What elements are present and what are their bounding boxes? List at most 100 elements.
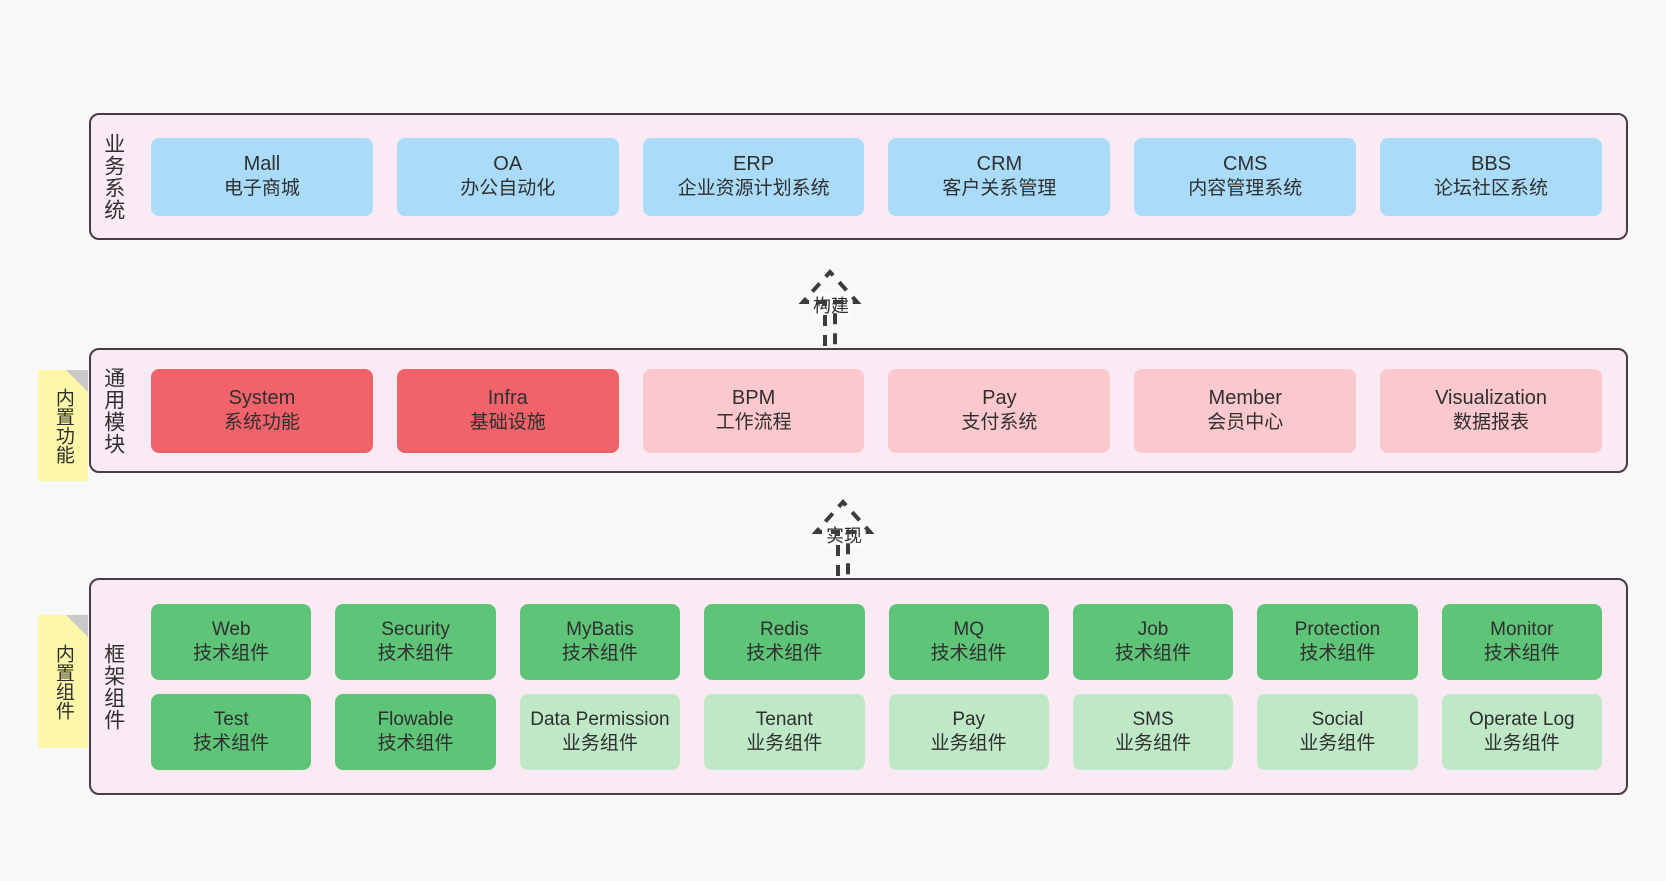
card-web-title: Web <box>211 618 251 640</box>
card-redis-subtitle: 技术组件 <box>746 642 823 664</box>
card-pay-module-title: Pay <box>982 386 1017 409</box>
layer-framework-components-body: Web 技术组件 Security 技术组件 MyBatis 技术组件 Redi… <box>135 580 1626 793</box>
card-infra[interactable]: Infra 基础设施 <box>396 368 619 453</box>
card-data-permission[interactable]: Data Permission 业务组件 <box>519 693 681 770</box>
card-flowable-title: Flowable <box>377 708 454 730</box>
card-cms[interactable]: CMS 内容管理系统 <box>1134 137 1357 216</box>
card-operate-log-subtitle: 业务组件 <box>1483 732 1560 754</box>
card-sms-title: SMS <box>1132 708 1174 730</box>
card-infra-title: Infra <box>487 386 528 409</box>
card-pay-component-subtitle: 业务组件 <box>930 732 1007 754</box>
card-redis[interactable]: Redis 技术组件 <box>704 603 865 680</box>
card-protection[interactable]: Protection 技术组件 <box>1257 603 1418 680</box>
card-test-subtitle: 技术组件 <box>193 732 270 754</box>
arrow-build <box>755 258 905 348</box>
card-mall[interactable]: Mall 电子商城 <box>151 137 373 216</box>
card-social-title: Social <box>1311 708 1364 730</box>
card-monitor-subtitle: 技术组件 <box>1483 642 1560 664</box>
card-monitor-title: Monitor <box>1490 618 1554 640</box>
arrow-build-icon <box>798 269 862 346</box>
note-builtin-components-label: 内置组件 <box>52 643 74 720</box>
note-fold-corner-icon <box>66 370 88 392</box>
card-tenant-title: Tenant <box>755 708 813 730</box>
arrow-implement <box>768 488 918 578</box>
layer-framework-components: 框架组件 Web 技术组件 Security 技术组件 MyBatis 技术组件… <box>89 578 1628 795</box>
card-crm-subtitle: 客户关系管理 <box>942 178 1057 200</box>
card-bbs-title: BBS <box>1471 152 1512 175</box>
card-data-permission-title: Data Permission <box>530 708 670 730</box>
card-data-permission-subtitle: 业务组件 <box>561 732 638 754</box>
card-system[interactable]: System 系统功能 <box>151 368 373 453</box>
layer-business-systems-body: Mall 电子商城 OA 办公自动化 ERP 企业资源计划系统 CRM 客户关系… <box>135 115 1626 238</box>
card-security-subtitle: 技术组件 <box>377 642 454 664</box>
card-social-subtitle: 业务组件 <box>1299 732 1376 754</box>
card-social[interactable]: Social 业务组件 <box>1257 693 1418 770</box>
card-bbs-subtitle: 论坛社区系统 <box>1434 178 1549 200</box>
card-bpm-title: BPM <box>731 386 776 409</box>
layer-common-modules-body: System 系统功能 Infra 基础设施 BPM 工作流程 Pay 支付系统… <box>135 350 1626 471</box>
card-member-title: Member <box>1208 386 1282 409</box>
card-cms-title: CMS <box>1223 152 1268 175</box>
layer-framework-components-title: 框架组件 <box>101 642 125 731</box>
note-builtin-components: 内置组件 <box>38 615 88 748</box>
card-bpm[interactable]: BPM 工作流程 <box>642 368 865 453</box>
card-oa[interactable]: OA 办公自动化 <box>396 137 619 216</box>
card-cms-subtitle: 内容管理系统 <box>1188 178 1303 200</box>
card-mybatis-title: MyBatis <box>566 618 634 640</box>
card-infra-subtitle: 基础设施 <box>469 412 546 434</box>
card-redis-title: Redis <box>760 618 809 640</box>
card-mybatis[interactable]: MyBatis 技术组件 <box>519 603 681 680</box>
arrow-implement-icon <box>811 499 875 576</box>
card-job-title: Job <box>1137 618 1169 640</box>
card-monitor[interactable]: Monitor 技术组件 <box>1441 603 1602 680</box>
card-sms-subtitle: 业务组件 <box>1115 732 1192 754</box>
layer-business-systems-title: 业务系统 <box>101 132 125 221</box>
card-operate-log[interactable]: Operate Log 业务组件 <box>1441 693 1602 770</box>
card-mq-subtitle: 技术组件 <box>930 642 1007 664</box>
card-mq-title: MQ <box>953 618 984 640</box>
card-member[interactable]: Member 会员中心 <box>1134 368 1357 453</box>
card-mybatis-subtitle: 技术组件 <box>561 642 638 664</box>
framework-row-business: Test 技术组件 Flowable 技术组件 Data Permission … <box>139 693 1614 770</box>
card-erp[interactable]: ERP 企业资源计划系统 <box>642 137 865 216</box>
card-erp-subtitle: 企业资源计划系统 <box>677 178 830 200</box>
card-pay-module[interactable]: Pay 支付系统 <box>888 368 1111 453</box>
card-bpm-subtitle: 工作流程 <box>715 412 792 434</box>
card-oa-title: OA <box>493 152 523 175</box>
card-bbs[interactable]: BBS 论坛社区系统 <box>1380 137 1602 216</box>
card-security-title: Security <box>381 618 450 640</box>
framework-row-technical: Web 技术组件 Security 技术组件 MyBatis 技术组件 Redi… <box>139 603 1614 680</box>
card-member-subtitle: 会员中心 <box>1207 412 1284 434</box>
note-builtin-features: 内置功能 <box>38 370 88 481</box>
card-test[interactable]: Test 技术组件 <box>151 693 312 770</box>
card-pay-component[interactable]: Pay 业务组件 <box>888 693 1049 770</box>
card-visualization-subtitle: 数据报表 <box>1453 412 1530 434</box>
card-flowable-subtitle: 技术组件 <box>377 732 454 754</box>
card-system-title: System <box>228 386 296 409</box>
layer-common-modules-title: 通用模块 <box>101 366 125 455</box>
note-builtin-features-label: 内置功能 <box>52 387 74 464</box>
card-tenant[interactable]: Tenant 业务组件 <box>704 693 865 770</box>
card-web-subtitle: 技术组件 <box>193 642 270 664</box>
card-mq[interactable]: MQ 技术组件 <box>888 603 1049 680</box>
card-flowable[interactable]: Flowable 技术组件 <box>335 693 496 770</box>
card-protection-title: Protection <box>1294 618 1381 640</box>
card-test-title: Test <box>213 708 249 730</box>
card-crm[interactable]: CRM 客户关系管理 <box>888 137 1111 216</box>
card-mall-title: Mall <box>243 152 281 175</box>
card-visualization[interactable]: Visualization 数据报表 <box>1380 368 1602 453</box>
card-security[interactable]: Security 技术组件 <box>335 603 496 680</box>
card-erp-title: ERP <box>733 152 775 175</box>
card-oa-subtitle: 办公自动化 <box>460 178 556 200</box>
card-sms[interactable]: SMS 业务组件 <box>1072 693 1234 770</box>
card-mall-subtitle: 电子商城 <box>223 178 300 200</box>
card-web[interactable]: Web 技术组件 <box>151 603 312 680</box>
card-operate-log-title: Operate Log <box>1468 708 1575 730</box>
layer-business-systems: 业务系统 Mall 电子商城 OA 办公自动化 ERP 企业资源计划系统 CRM… <box>89 113 1628 240</box>
card-visualization-title: Visualization <box>1435 386 1548 409</box>
card-pay-component-title: Pay <box>952 708 986 730</box>
card-tenant-subtitle: 业务组件 <box>746 732 823 754</box>
layer-common-modules: 通用模块 System 系统功能 Infra 基础设施 BPM 工作流程 Pay… <box>89 348 1628 473</box>
card-job[interactable]: Job 技术组件 <box>1072 603 1234 680</box>
